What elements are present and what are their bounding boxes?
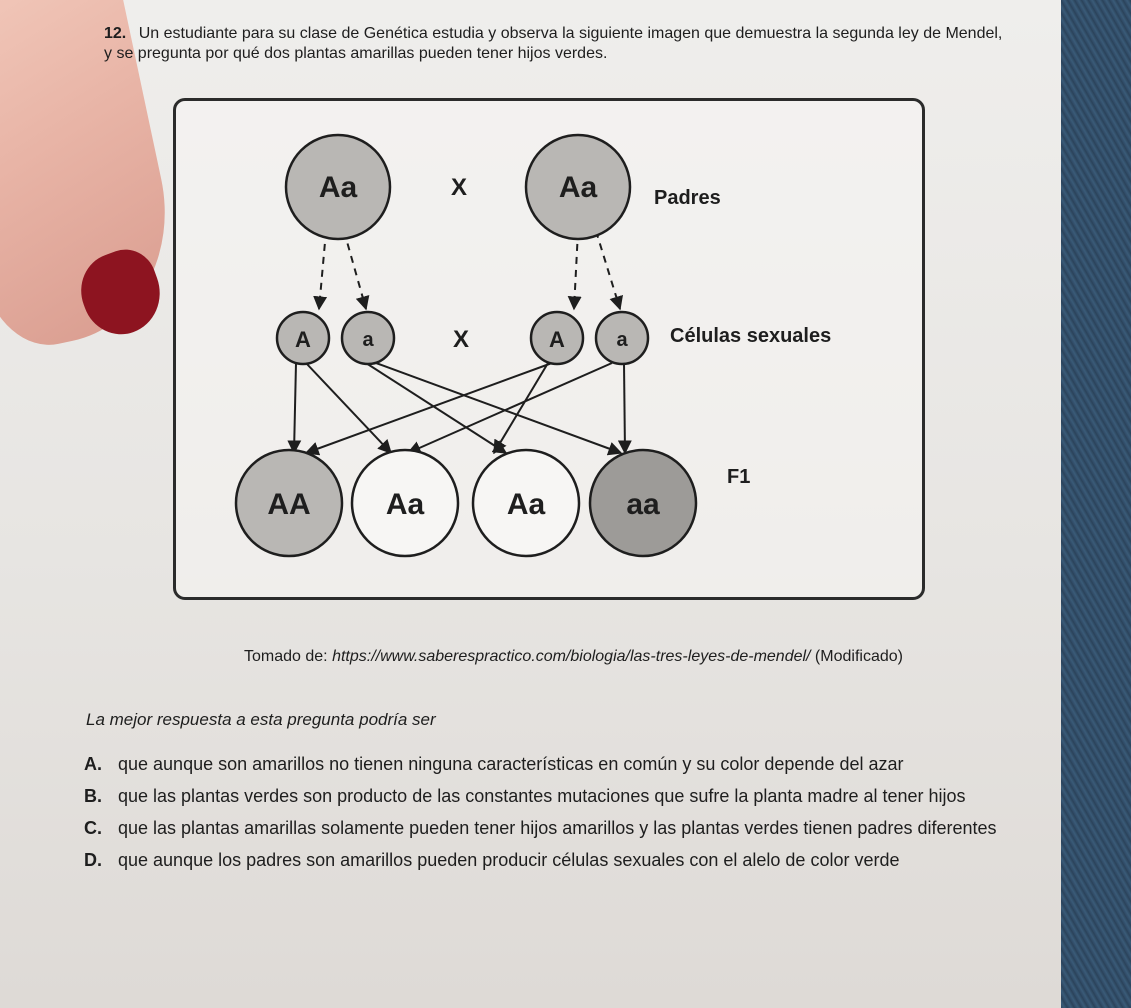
arrow-line (304, 362, 553, 456)
option-letter: C. (84, 818, 102, 838)
parent-genotype: Aa (559, 171, 598, 204)
cross-symbol: X (451, 174, 467, 201)
source-url: https://www.saberespractico.com/biologia… (332, 648, 811, 665)
parent-circle (524, 133, 632, 241)
option-a[interactable]: A. que aunque son amarillos no tienen ni… (84, 752, 1074, 776)
option-text: que las plantas verdes son producto de l… (118, 786, 966, 806)
label-gametes: Células sexuales (670, 325, 831, 347)
answer-options: A. que aunque son amarillos no tienen ni… (84, 752, 1074, 880)
arrow-line (617, 362, 632, 455)
diagram-canvas: Aa X Aa Padres A a X A a Células sexuale… (234, 133, 831, 558)
option-letter: B. (84, 786, 102, 806)
offspring-genotype: aa (626, 488, 660, 521)
arrow-line (493, 362, 549, 455)
offspring-genotype: AA (267, 488, 310, 521)
gamete-circle (594, 310, 650, 366)
gamete-allele: A (295, 327, 311, 352)
image-source: Tomado de: https://www.saberespractico.c… (244, 648, 903, 666)
arrow-line (406, 362, 613, 455)
option-letter: D. (84, 850, 102, 870)
dashed-arrow (343, 230, 370, 311)
source-prefix: Tomado de: (244, 648, 333, 665)
question-number: 12. (104, 25, 127, 42)
offspring-genotype: Aa (507, 488, 546, 521)
gamete-circle (529, 310, 585, 366)
question-text: Un estudiante para su clase de Genética … (104, 25, 1003, 62)
gamete-circle (340, 310, 396, 366)
label-f1: F1 (727, 466, 750, 488)
source-suffix: (Modificado) (810, 648, 903, 665)
fabric-background (1061, 0, 1131, 1008)
option-letter: A. (84, 754, 102, 774)
dashed-arrow (313, 230, 328, 311)
offspring-circle (234, 448, 344, 558)
cross-symbol: X (453, 326, 469, 353)
option-text: que aunque son amarillos no tienen ningu… (118, 754, 904, 774)
gamete-allele: a (362, 329, 374, 351)
arrow-line (375, 362, 623, 456)
arrow-line (365, 362, 508, 454)
option-b[interactable]: B. que las plantas verdes son producto d… (84, 784, 1074, 808)
option-text: que las plantas amarillas solamente pued… (118, 818, 997, 838)
parent-circle (284, 133, 392, 241)
gamete-allele: a (616, 329, 628, 351)
option-c[interactable]: C. que las plantas amarillas solamente p… (84, 816, 1074, 840)
offspring-genotype: Aa (386, 488, 425, 521)
gamete-allele: A (549, 327, 565, 352)
offspring-circle (588, 448, 698, 558)
arrow-line (305, 362, 392, 455)
parent-genotype: Aa (319, 171, 358, 204)
answer-prompt: La mejor respuesta a esta pregunta podrí… (86, 710, 436, 729)
label-parents: Padres (654, 187, 721, 209)
gamete-circle (275, 310, 331, 366)
dashed-arrow (595, 230, 623, 311)
option-d[interactable]: D. que aunque los padres son amarillos p… (84, 848, 1074, 872)
offspring-circle (350, 448, 460, 558)
dashed-arrow (567, 230, 582, 311)
genetics-diagram: Aa X Aa Padres A a X A a Células sexuale… (173, 98, 925, 600)
question-stem: 12. Un estudiante para su clase de Genét… (104, 24, 1004, 64)
arrow-line (287, 362, 302, 455)
option-text: que aunque los padres son amarillos pued… (118, 850, 900, 870)
offspring-circle (471, 448, 581, 558)
